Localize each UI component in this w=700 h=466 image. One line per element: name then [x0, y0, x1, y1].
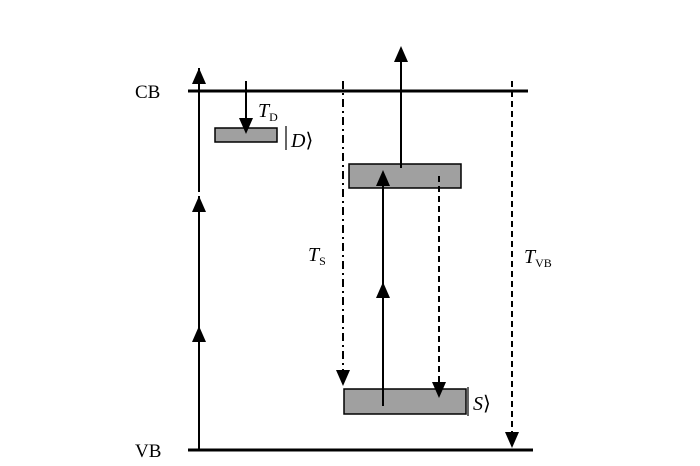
svg-text:D⟩: D⟩ [290, 130, 313, 152]
td-label: TD [258, 100, 278, 124]
excited-to-s-dashed-arrow [432, 176, 446, 398]
cb-label: CB [135, 82, 160, 103]
upper-escape-arrow [394, 46, 408, 168]
arrowhead-down-icon [505, 432, 519, 448]
d-state-label: D⟩ [285, 126, 313, 152]
arrowhead-down-icon [336, 370, 350, 386]
td-transition-arrow [239, 81, 253, 134]
tvb-label: TVB [524, 246, 552, 270]
svg-text:S⟩: S⟩ [473, 393, 491, 415]
s-excited-box [348, 163, 462, 189]
arrowhead-down-icon [432, 382, 446, 398]
arrowhead-up-icon [376, 170, 390, 186]
arrowhead-up-icon [192, 68, 206, 84]
vb-label: VB [135, 441, 161, 462]
ts-label: TS [308, 244, 326, 268]
vb-to-cb-arrow [192, 68, 206, 450]
arrowhead-up-icon [192, 196, 206, 212]
ts-transition-arrow [336, 81, 350, 386]
arrowhead-up-icon [394, 46, 408, 62]
tvb-transition-arrow [505, 81, 519, 448]
s-state-label: S⟩ [467, 387, 491, 416]
s-to-excited-arrow [376, 170, 390, 406]
s-state-box [343, 388, 467, 415]
arrowhead-down-icon [239, 118, 253, 134]
